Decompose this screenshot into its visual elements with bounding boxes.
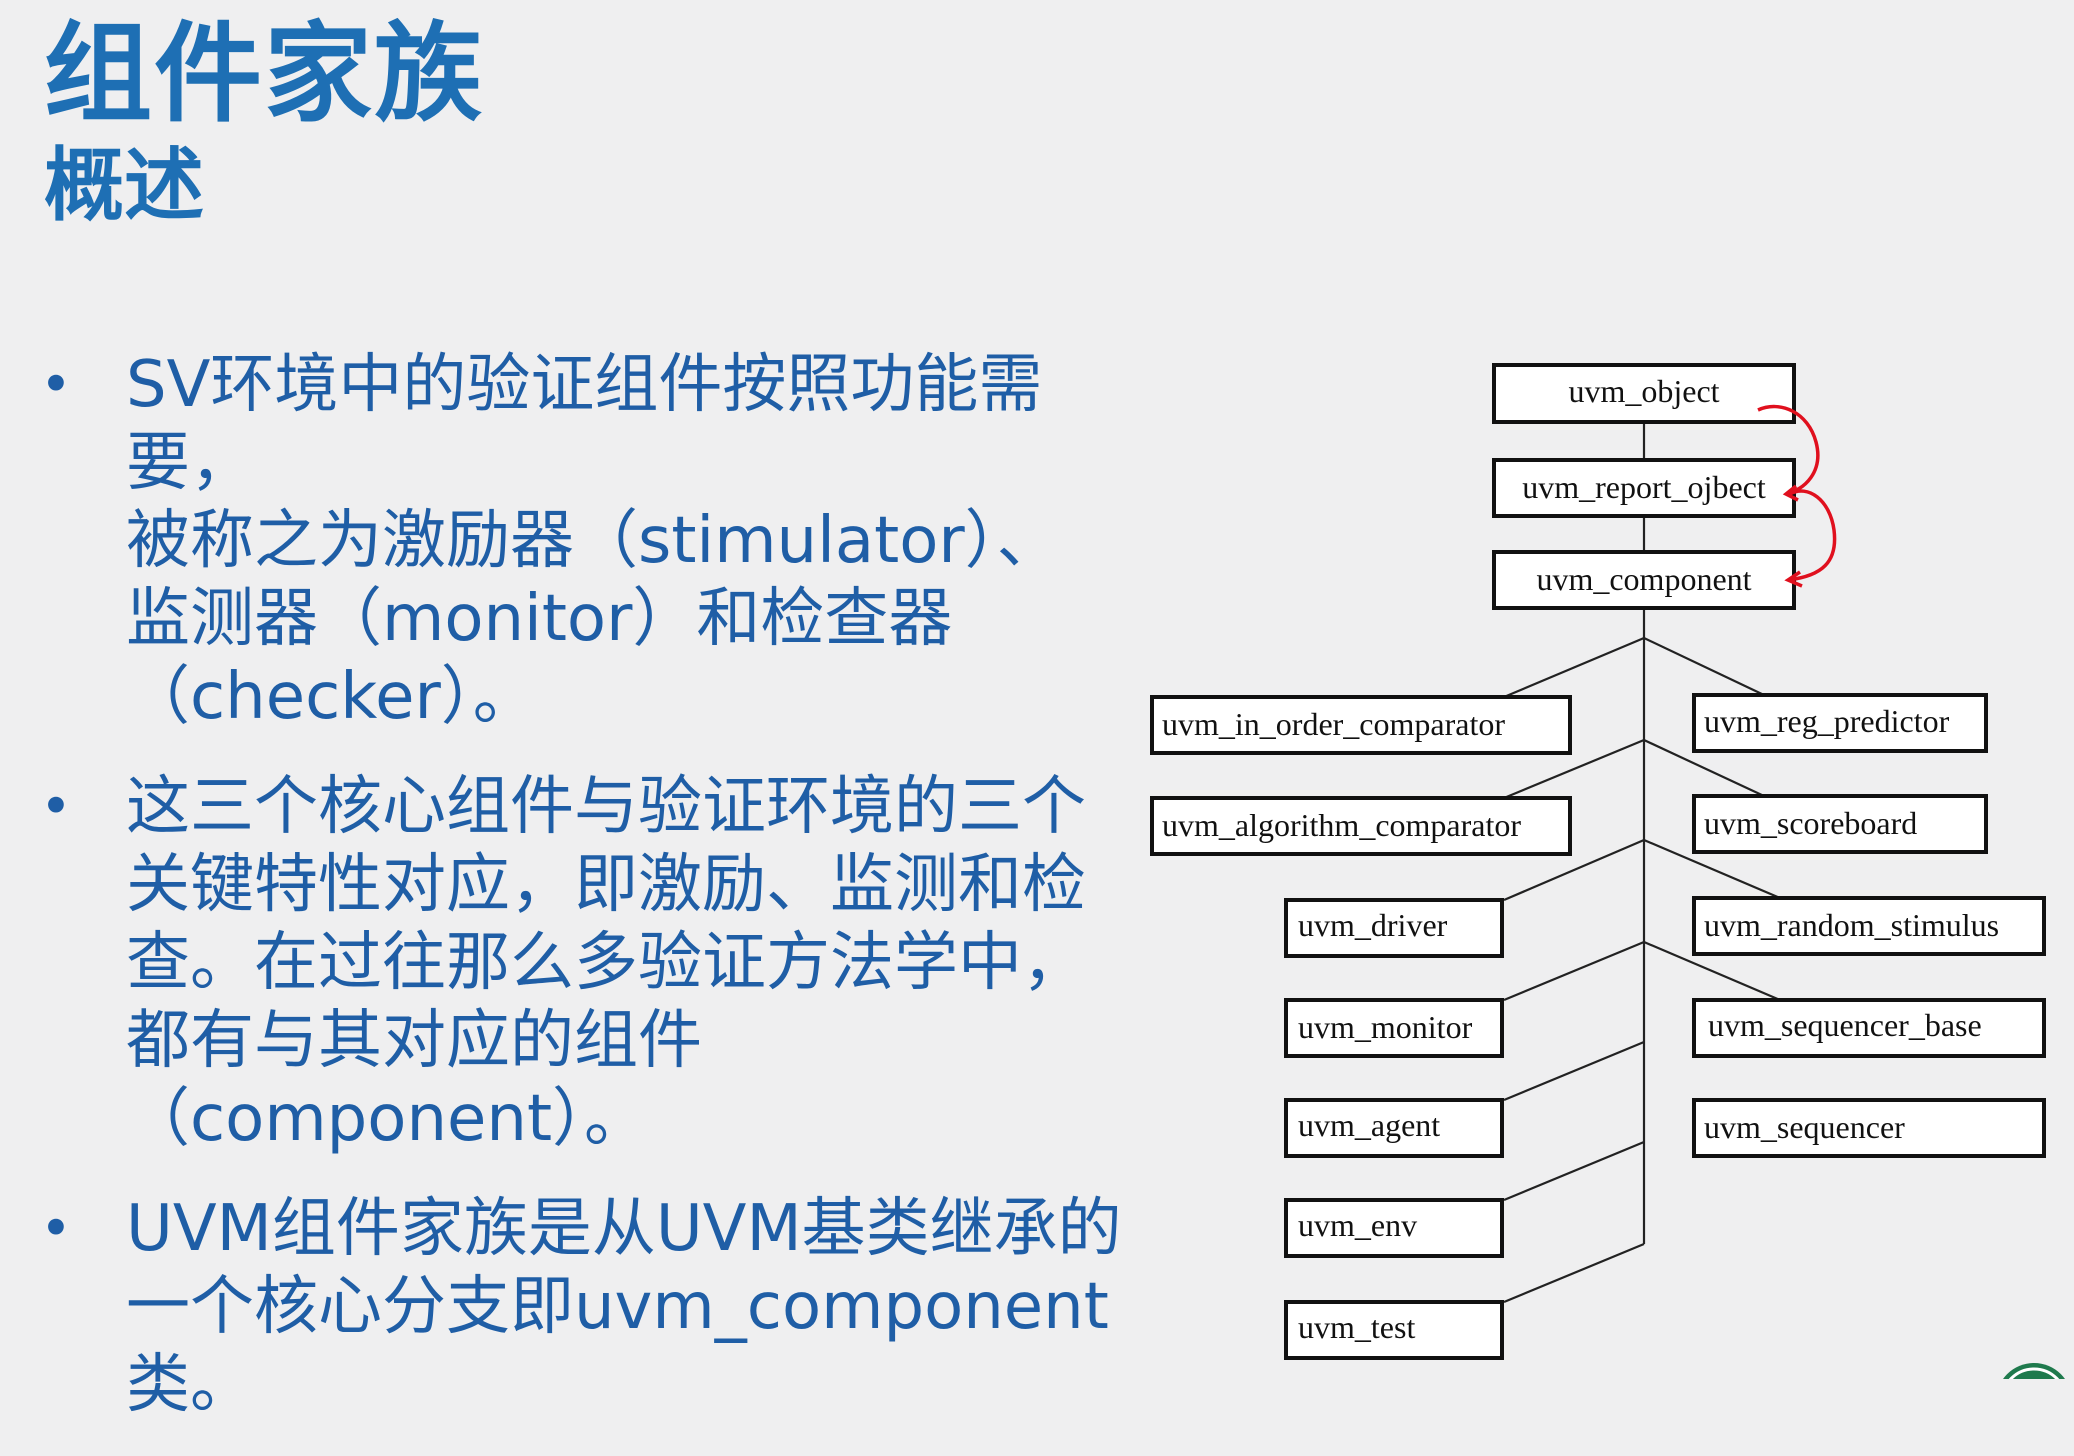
node-label: uvm_scoreboard	[1704, 805, 1917, 841]
bullet-line: （checker）。	[126, 660, 537, 734]
node-uvm-scoreboard: uvm_scoreboard	[1692, 794, 1988, 854]
branch-driver	[1503, 838, 1645, 902]
node-uvm-random-stimulus: uvm_random_stimulus	[1692, 896, 2046, 956]
bullet-line: 关键特性对应，即激励、监测和检	[126, 848, 1086, 922]
node-uvm-monitor: uvm_monitor	[1284, 998, 1504, 1058]
bullet-dot-icon: •	[40, 775, 72, 838]
annotation-arrow-report-to-component	[1784, 489, 1837, 588]
node-label: uvm_agent	[1298, 1107, 1440, 1143]
node-uvm-report-object: uvm_report_ojbect	[1492, 458, 1796, 518]
node-label: uvm_object	[1568, 373, 1719, 409]
page-title: 组件家族	[44, 12, 485, 137]
bullet-line: 被称之为激励器（stimulator）、	[126, 504, 1061, 578]
branch-test	[1503, 1242, 1645, 1304]
bullet-line: 查。在过往那么多验证方法学中，	[126, 926, 1086, 1000]
node-label: uvm_report_ojbect	[1522, 469, 1766, 505]
branch-sequencer-base	[1643, 940, 1781, 1002]
node-label: uvm_component	[1536, 561, 1751, 597]
node-label: uvm_random_stimulus	[1704, 907, 1999, 943]
branch-algorithm-comparator	[1503, 738, 1645, 800]
node-label: uvm_driver	[1298, 907, 1448, 943]
node-uvm-agent: uvm_agent	[1284, 1098, 1504, 1158]
branch-random-stimulus	[1643, 838, 1781, 900]
corner-logo-icon	[2003, 1363, 2065, 1379]
branch-env	[1503, 1140, 1645, 1202]
node-label: uvm_sequencer	[1704, 1109, 1905, 1145]
node-label: uvm_in_order_comparator	[1162, 706, 1505, 742]
bullet-dot-icon: •	[40, 1197, 72, 1260]
node-uvm-component: uvm_component	[1492, 550, 1796, 610]
node-uvm-sequencer-base: uvm_sequencer_base	[1692, 998, 2046, 1058]
node-label: uvm_env	[1298, 1207, 1417, 1243]
node-label: uvm_test	[1298, 1309, 1415, 1345]
bullet-item: • SV环境中的验证组件按照功能需要， 被称之为激励器（stimulator）、…	[40, 346, 1150, 736]
node-uvm-object: uvm_object	[1492, 363, 1796, 424]
node-uvm-driver: uvm_driver	[1284, 898, 1504, 958]
bullet-line: SV环境中的验证组件按照功能需要，	[126, 348, 1043, 500]
class-hierarchy-svg: uvm_object uvm_report_ojbect uvm_compone…	[1150, 363, 2046, 1360]
branch-scoreboard	[1643, 739, 1765, 797]
bullet-item: • 这三个核心组件与验证环境的三个 关键特性对应，即激励、监测和检 查。在过往那…	[40, 768, 1150, 1158]
bullet-line: 都有与其对应的组件	[126, 1004, 702, 1078]
bullet-line: （component）。	[126, 1082, 649, 1156]
annotation-arrow-object-to-report	[1757, 404, 1820, 502]
node-label: uvm_sequencer_base	[1708, 1007, 1982, 1043]
branch-in-order-comparator	[1503, 636, 1645, 699]
bullet-line: UVM组件家族是从UVM基类继承的	[126, 1192, 1122, 1266]
page-subtitle: 概述	[44, 139, 204, 232]
node-uvm-algorithm-comparator: uvm_algorithm_comparator	[1150, 796, 1572, 856]
node-label: uvm_algorithm_comparator	[1162, 807, 1521, 843]
node-uvm-sequencer: uvm_sequencer	[1692, 1098, 2046, 1158]
bullet-line: 一个核心分支即uvm_component	[126, 1270, 1109, 1344]
node-uvm-in-order-comparator: uvm_in_order_comparator	[1150, 695, 1572, 755]
node-uvm-test: uvm_test	[1284, 1300, 1504, 1360]
node-uvm-env: uvm_env	[1284, 1198, 1504, 1258]
branch-monitor	[1503, 940, 1645, 1002]
branch-reg-predictor	[1643, 637, 1765, 696]
class-hierarchy-diagram: uvm_object uvm_report_ojbect uvm_compone…	[1140, 350, 2060, 1379]
bullet-dot-icon: •	[40, 353, 72, 416]
node-label: uvm_reg_predictor	[1704, 703, 1950, 739]
node-label: uvm_monitor	[1298, 1009, 1473, 1045]
bullet-list: • SV环境中的验证组件按照功能需要， 被称之为激励器（stimulator）、…	[40, 346, 1150, 1456]
bullet-item: • UVM组件家族是从UVM基类继承的 一个核心分支即uvm_component…	[40, 1190, 1150, 1424]
bullet-line: 类。	[126, 1348, 254, 1422]
branch-agent	[1503, 1040, 1645, 1102]
bullet-line: 这三个核心组件与验证环境的三个	[126, 770, 1086, 844]
bullet-line: 监测器（monitor）和检查器	[126, 582, 953, 656]
node-uvm-reg-predictor: uvm_reg_predictor	[1692, 693, 1988, 753]
